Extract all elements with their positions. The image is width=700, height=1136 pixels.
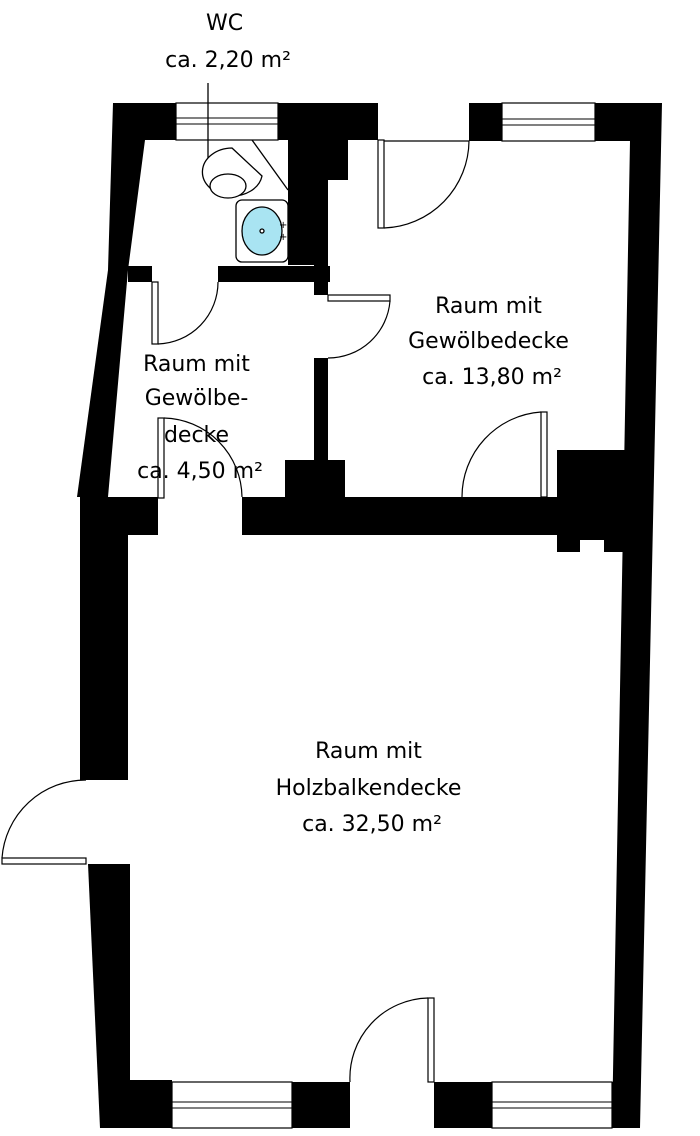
room-label-wc: WC ca. 2,20 m² [165,11,291,73]
wall-top-right-a [469,103,502,141]
wall-mid-left [80,497,158,535]
room-label-holzbalken: Raum mit Holzbalkendecke ca. 32,50 m² [276,739,469,837]
wall-center-lower [314,358,328,463]
svg-text:+: + [279,220,287,231]
svg-text:+: + [279,232,287,243]
wall-step-block [547,450,630,552]
doors [1,139,548,1083]
room-labels: WC ca. 2,20 m² Raum mit Gewölbedecke ca.… [137,11,576,837]
wall-bottom-left [130,1080,172,1128]
wall-mid-center [242,497,547,535]
room-label-gewoelbe-4: Raum mit Gewölbe- decke ca. 4,50 m² [137,352,263,484]
door-top [377,139,470,229]
wall-wc-bottom [218,266,330,282]
window-bottom-left [171,1081,293,1129]
wall-right-outer [595,103,662,1128]
wall-top-center [278,103,378,265]
wall-left-main-lower [88,864,130,1128]
wall-center-upper [314,180,328,295]
door-small-room-top [151,281,219,345]
wall-left-main-upper [80,497,128,780]
windows [171,102,613,1129]
door-bottom-exterior [349,997,435,1083]
door-center [327,294,391,359]
wall-left-upper [77,270,128,497]
wall-top-left [108,103,176,270]
door-small-room-bottom [157,417,243,499]
door-left-exterior [1,779,87,865]
wc-partition-line [251,139,289,191]
wall-wc-bottom-left [128,266,152,282]
room-label-gewoelbe-13: Raum mit Gewölbedecke ca. 13,80 m² [408,294,576,390]
window-top-right [501,102,596,142]
window-bottom-right [491,1081,613,1129]
wall-bottom-center-b [434,1082,492,1128]
wall-bottom-center [292,1082,350,1128]
washbasin-icon: + + [235,199,289,263]
wall-mid-pillar [285,460,345,500]
fixtures: + + [201,83,289,263]
wall-bottom-right [612,1082,640,1128]
toilet-icon [201,147,263,199]
door-right-room [461,411,548,498]
walls [77,103,662,1128]
window-wc [175,102,279,141]
